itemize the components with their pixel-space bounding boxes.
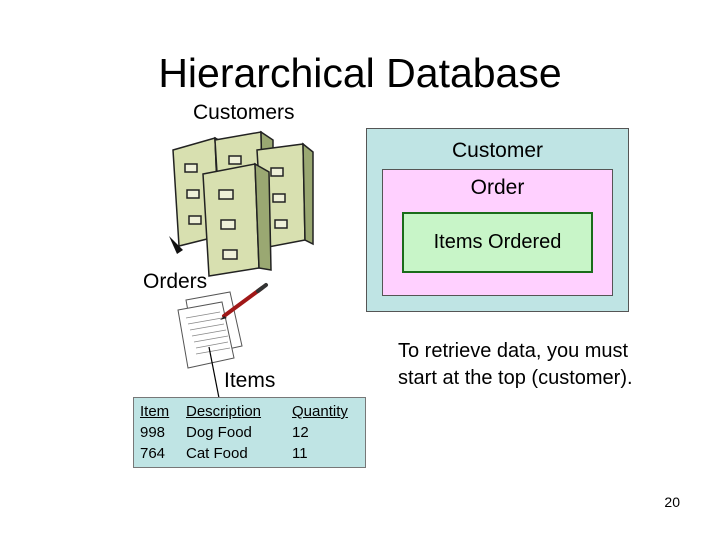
table-header-quantity: Quantity: [292, 403, 348, 420]
customers-label: Customers: [193, 101, 295, 124]
items-ordered-box-label: Items Ordered: [433, 231, 562, 253]
order-box-label: Order: [470, 176, 525, 199]
customer-box-label: Customer: [451, 139, 544, 162]
table-cell-quantity: 12: [292, 424, 309, 441]
filing-cabinets-icon: [169, 130, 314, 277]
items-table: Item Description Quantity 998 Dog Food 1…: [133, 397, 366, 468]
table-cell-description: Dog Food: [186, 424, 252, 441]
table-cell-item: 764: [140, 445, 166, 462]
page-number: 20: [664, 494, 680, 510]
slide-title: Hierarchical Database: [158, 50, 562, 96]
table-cell-quantity: 11: [292, 445, 308, 462]
orders-label: Orders: [143, 270, 208, 293]
connector-arrow: [208, 346, 220, 399]
customer-box: Customer Order Items Ordered: [366, 128, 629, 312]
table-header-item: Item: [140, 403, 170, 420]
retrieve-note: To retrieve data, you must start at the …: [398, 340, 633, 389]
items-ordered-box: Items Ordered: [402, 212, 593, 273]
paper-documents-icon: [177, 291, 243, 369]
items-label: Items: [224, 369, 276, 392]
table-cell-item: 998: [140, 424, 166, 441]
order-box: Order Items Ordered: [382, 169, 613, 296]
pen-icon: [220, 283, 268, 320]
table-cell-description: Cat Food: [186, 445, 248, 462]
table-header-description: Description: [186, 403, 262, 420]
